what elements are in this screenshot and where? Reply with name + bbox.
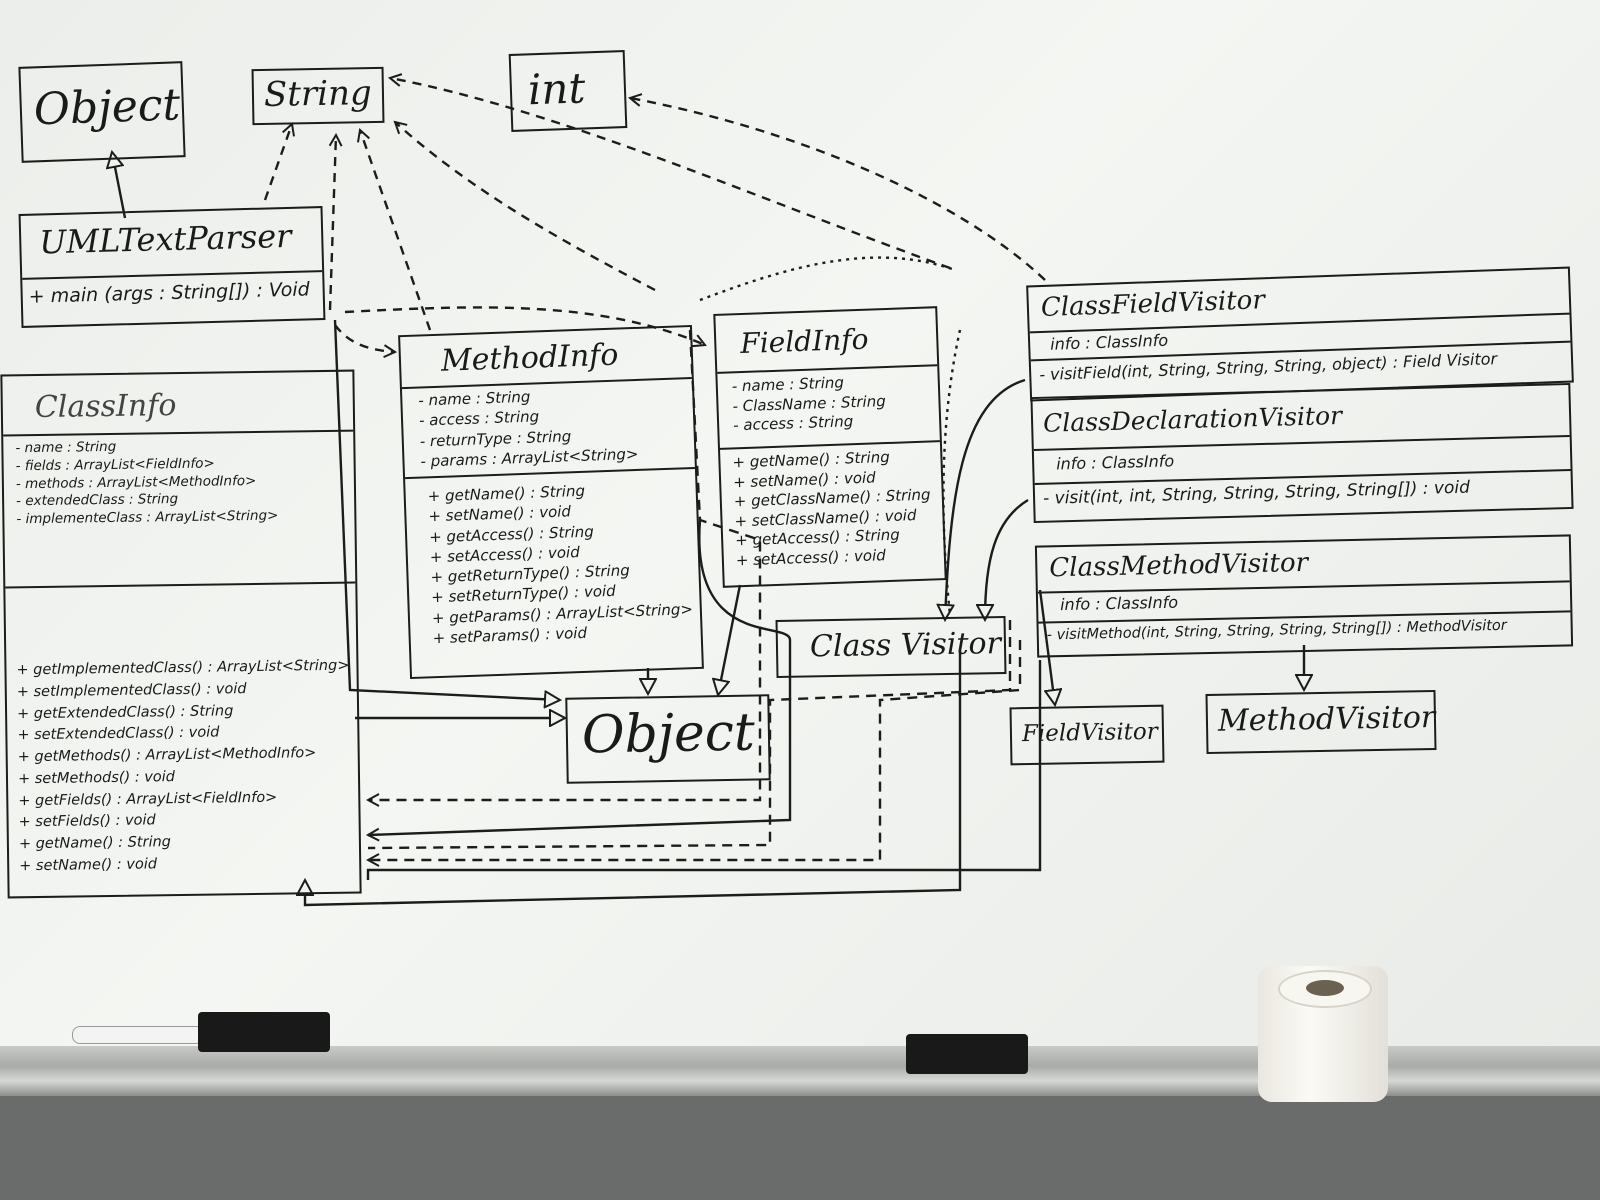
uml-uses-methodinfo	[334, 324, 395, 352]
cdv-field: info : ClassInfo	[1055, 451, 1175, 474]
fieldinfo-back-to-classinfo	[368, 519, 792, 835]
class-info-class: ClassInfo - name : String - fields : Arr…	[0, 369, 362, 899]
field-info-class: FieldInfo - name : String - ClassName : …	[713, 306, 947, 588]
class-declaration-visitor-class: ClassDeclarationVisitor info : ClassInfo…	[1030, 382, 1574, 524]
class-field-visitor-name: ClassFieldVisitor	[1040, 285, 1266, 324]
class-info-fields: - name : String - fields : ArrayList<Fie…	[15, 438, 279, 528]
method-info-fields: - name : String - access : String - retu…	[418, 387, 639, 471]
method-visitor-interface: MethodVisitor	[1205, 689, 1437, 755]
int-label: int	[527, 63, 587, 115]
field-info-separator-1	[717, 364, 938, 374]
roll-hole	[1306, 980, 1344, 996]
class-declaration-visitor-name: ClassDeclarationVisitor	[1042, 400, 1343, 438]
methodinfo-uses-string	[360, 130, 432, 331]
object-class-top: Object	[18, 61, 186, 163]
visitor-back-to-classinfo-2	[368, 640, 1022, 860]
cfv-method: - visitField(int, String, String, String…	[1038, 349, 1498, 385]
cdv-to-classvisitor	[985, 498, 1029, 620]
class-field-visitor-class: ClassFieldVisitor info : ClassInfo - vis…	[1026, 266, 1574, 402]
cmv-separator-1	[1037, 580, 1570, 594]
class-method-visitor-name: ClassMethodVisitor	[1049, 547, 1309, 584]
class-visitor-label: Class Visitor	[809, 626, 1002, 665]
uml-text-parser-class: UMLTextParser + main (args : String[]) :…	[18, 206, 326, 328]
toilet-paper-roll[interactable]	[1258, 966, 1388, 1102]
uml-inherits-object	[112, 152, 127, 219]
field-visitor-label: FieldVisitor	[1021, 718, 1158, 748]
uml-inherits-object-2	[333, 319, 560, 700]
methodinfo-back-to-classinfo	[368, 329, 762, 800]
method-info-name: MethodInfo	[440, 337, 619, 379]
class-visitor-interface: Class Visitor	[775, 615, 1007, 679]
roll-core	[1278, 970, 1372, 1008]
visitor-back-to-classinfo-3	[305, 650, 962, 907]
class-method-visitor-class: ClassMethodVisitor info : ClassInfo - vi…	[1034, 534, 1574, 658]
int-class: int	[508, 49, 628, 133]
fieldinfo-inherits-object	[718, 584, 742, 695]
center-to-classinfo	[367, 620, 1012, 850]
object-top-label: Object	[32, 79, 181, 136]
object-center-label: Object	[581, 702, 756, 766]
cfv-to-classvisitor	[945, 378, 1026, 620]
dotted-to-visitors	[699, 256, 956, 302]
method-info-methods: + getName() : String + setName() : void …	[427, 481, 694, 647]
method-visitor-label: MethodVisitor	[1217, 700, 1436, 739]
wall-below-board	[0, 1096, 1600, 1200]
uml-uses-string	[263, 124, 292, 201]
visitor-back-to-classinfo-1	[366, 660, 1042, 880]
cdv-separator-1	[1033, 434, 1570, 452]
visitor-uses-string	[390, 78, 951, 270]
string-class: String	[251, 66, 385, 126]
object-class-center: Object	[565, 694, 771, 784]
cfv-realizes-fieldvisitor	[1038, 589, 1055, 705]
eraser-left[interactable]	[198, 1012, 330, 1052]
eraser-right[interactable]	[906, 1034, 1028, 1074]
marker[interactable]	[72, 1026, 204, 1044]
cmv-field: info : ClassInfo	[1059, 592, 1179, 615]
string-label: String	[263, 73, 373, 115]
cfv-field: info : ClassInfo	[1049, 330, 1169, 354]
dotted-cdv-loop	[942, 329, 962, 616]
class-info-name: ClassInfo	[34, 388, 177, 426]
whiteboard	[0, 0, 1600, 1046]
field-info-fields: - name : String - ClassName : String - a…	[731, 373, 886, 435]
field-visitor-interface: FieldVisitor	[1009, 704, 1165, 766]
uml-main-method: + main (args : String[]) : Void	[28, 278, 310, 308]
class-info-separator-2	[5, 581, 356, 589]
method-info-class: MethodInfo - name : String - access : St…	[398, 324, 704, 680]
class-info-separator-1	[3, 429, 354, 437]
uml-text-parser-name: UMLTextParser	[38, 216, 292, 262]
uml-uses-fieldinfo	[344, 306, 705, 345]
field-info-methods: + getName() : String + setName() : void …	[732, 447, 931, 569]
classinfo-uses-string	[330, 135, 336, 311]
fieldinfo-uses-string	[395, 122, 656, 292]
visitor-uses-int	[630, 98, 1046, 281]
class-info-methods: + getImplementedClass() : ArrayList<Stri…	[16, 657, 350, 875]
relationship-lines	[0, 0, 1600, 907]
field-info-name: FieldInfo	[739, 322, 869, 361]
